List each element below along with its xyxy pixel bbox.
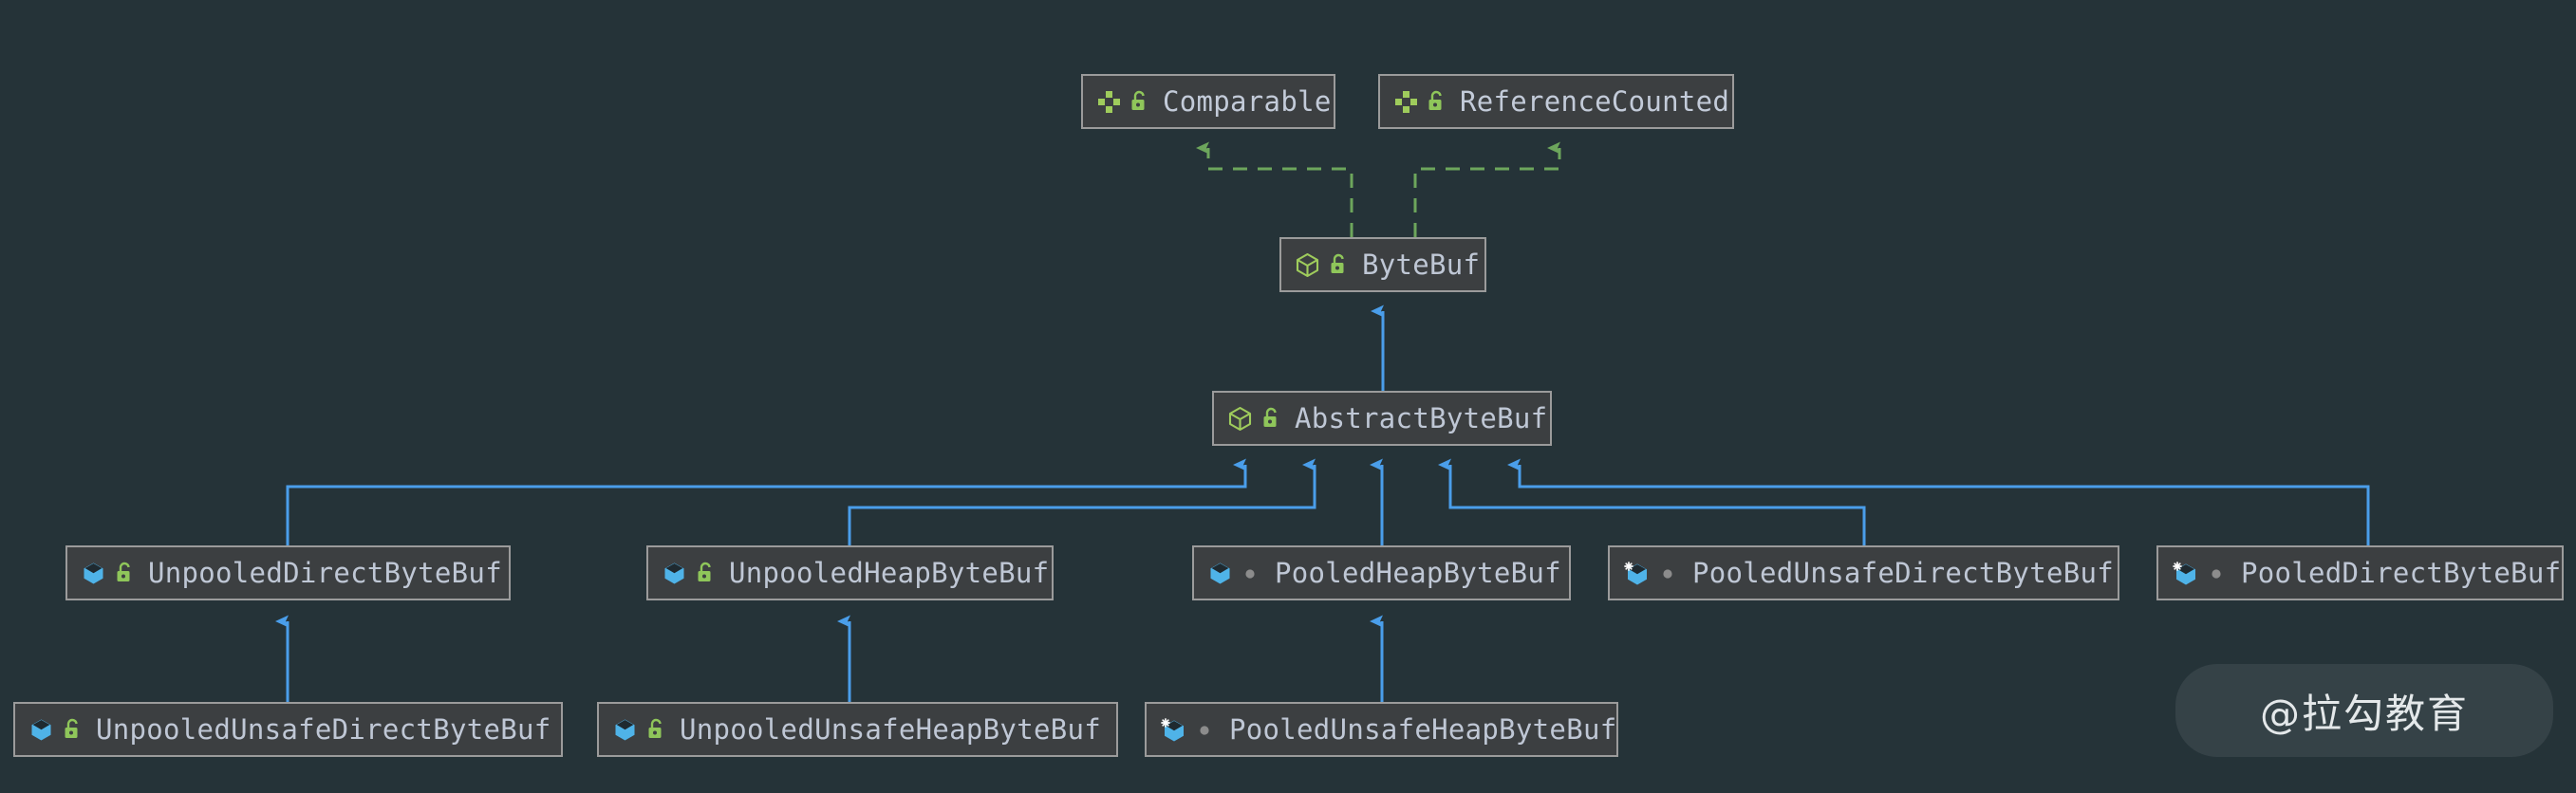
- unlocked-padlock-icon: [1261, 407, 1280, 430]
- class-node-label: PooledUnsafeHeapByteBuf: [1229, 712, 1617, 746]
- node-icon-group: [1207, 561, 1275, 586]
- class-node-pooleddirectbytebuf[interactable]: PooledDirectByteBuf: [2156, 545, 2564, 600]
- package-private-dot-icon: [1241, 562, 1260, 584]
- unlocked-padlock-icon: [646, 718, 665, 741]
- node-icon-group: [612, 717, 680, 743]
- node-icon-group: [1096, 89, 1163, 114]
- node-icon-group: [1160, 716, 1229, 744]
- unlocked-padlock-icon: [1329, 253, 1348, 276]
- edge-unpooleddirect-to-abstractbytebuf: [286, 458, 1247, 545]
- node-icon-group: [1295, 252, 1362, 278]
- class-cube-icon: [662, 561, 687, 586]
- edge-bytebuf-to-referencecounted: [1413, 141, 1561, 237]
- node-icon-group: [81, 561, 148, 586]
- node-icon-group: [2172, 560, 2241, 587]
- unlocked-padlock-icon: [1129, 90, 1148, 113]
- class-node-abstractbytebuf[interactable]: AbstractByteBuf: [1212, 391, 1552, 446]
- final-class-cube-icon: [2172, 560, 2199, 587]
- class-node-label: UnpooledHeapByteBuf: [729, 556, 1050, 589]
- class-node-label: PooledDirectByteBuf: [2241, 556, 2562, 589]
- unlocked-padlock-icon: [115, 562, 134, 584]
- final-class-cube-icon: [1160, 716, 1187, 744]
- class-node-label: ByteBuf: [1362, 248, 1481, 281]
- class-node-unpooledunsafeheapbytebuf[interactable]: UnpooledUnsafeHeapByteBuf: [597, 702, 1118, 757]
- abstract-class-cube-icon: [1227, 406, 1253, 432]
- class-node-referencecounted[interactable]: ReferenceCounted: [1378, 74, 1734, 129]
- class-node-pooledunsafedirectbytebuf[interactable]: PooledUnsafeDirectByteBuf: [1608, 545, 2119, 600]
- unlocked-padlock-icon: [696, 562, 715, 584]
- class-node-unpooledheapbytebuf[interactable]: UnpooledHeapByteBuf: [646, 545, 1054, 600]
- node-icon-group: [1623, 560, 1692, 587]
- abstract-class-cube-icon: [1295, 252, 1320, 278]
- class-node-label: PooledHeapByteBuf: [1275, 556, 1561, 589]
- node-icon-group: [662, 561, 729, 586]
- class-node-label: UnpooledDirectByteBuf: [148, 556, 502, 589]
- node-icon-group: [1227, 406, 1295, 432]
- final-class-cube-icon: [1623, 560, 1651, 587]
- interface-icon: [1393, 89, 1418, 114]
- edge-unpooledheap-to-abstractbytebuf: [848, 458, 1316, 545]
- edge-pooleddirect-to-abstractbytebuf: [1507, 458, 2370, 545]
- class-node-label: ReferenceCounted: [1460, 84, 1730, 118]
- class-cube-icon: [1207, 561, 1233, 586]
- watermark-text: @拉勾教育: [2259, 690, 2469, 737]
- edge-bytebuf-to-comparable: [1196, 141, 1353, 237]
- edge-pooledunsafedirect-to-abstractbytebuf: [1438, 458, 1866, 545]
- interface-icon: [1096, 89, 1121, 114]
- class-node-pooledunsafeheapbytebuf[interactable]: PooledUnsafeHeapByteBuf: [1145, 702, 1618, 757]
- package-private-dot-icon: [1196, 718, 1215, 741]
- class-cube-icon: [81, 561, 106, 586]
- class-node-unpooleddirectbytebuf[interactable]: UnpooledDirectByteBuf: [65, 545, 511, 600]
- watermark-badge: @拉勾教育: [2175, 664, 2553, 757]
- node-icon-group: [1393, 89, 1460, 114]
- class-node-comparable[interactable]: Comparable: [1081, 74, 1335, 129]
- package-private-dot-icon: [2208, 562, 2227, 584]
- class-node-unpooledunsafedirectbytebuf[interactable]: UnpooledUnsafeDirectByteBuf: [13, 702, 563, 757]
- class-node-bytebuf[interactable]: ByteBuf: [1279, 237, 1486, 292]
- package-private-dot-icon: [1659, 562, 1678, 584]
- class-cube-icon: [28, 717, 54, 743]
- class-node-label: PooledUnsafeDirectByteBuf: [1692, 556, 2114, 589]
- unlocked-padlock-icon: [1427, 90, 1446, 113]
- class-node-label: Comparable: [1163, 84, 1332, 118]
- class-node-label: UnpooledUnsafeDirectByteBuf: [96, 712, 551, 746]
- class-cube-icon: [612, 717, 638, 743]
- node-icon-group: [28, 717, 96, 743]
- class-node-label: UnpooledUnsafeHeapByteBuf: [680, 712, 1101, 746]
- class-node-pooledheapbytebuf[interactable]: PooledHeapByteBuf: [1192, 545, 1571, 600]
- unlocked-padlock-icon: [63, 718, 82, 741]
- class-node-label: AbstractByteBuf: [1295, 401, 1548, 434]
